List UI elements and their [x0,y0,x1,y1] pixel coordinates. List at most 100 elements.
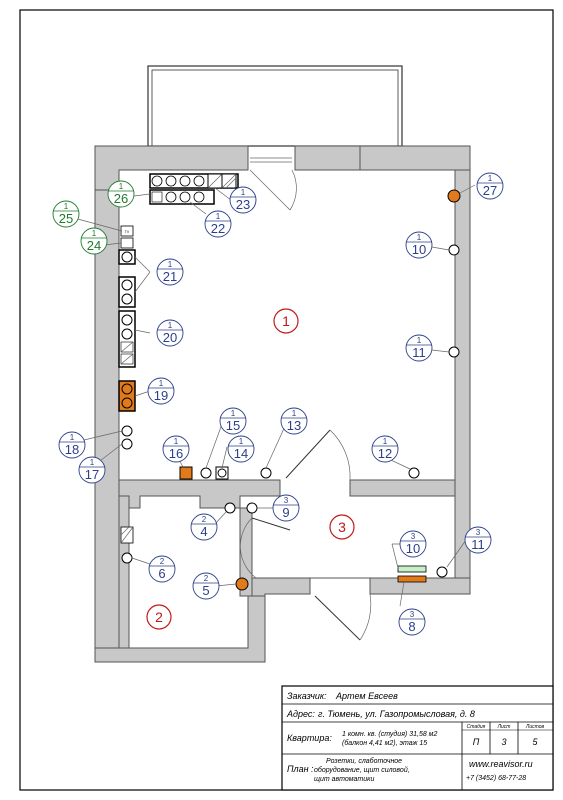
callout-item-number: 13 [287,418,301,433]
doors [239,157,372,641]
callout-circle [147,377,175,405]
callout-group-number: 3 [284,496,289,505]
socket-11 [448,346,460,358]
callout-c21: 121 [156,258,184,286]
callout-item-number: 23 [236,197,250,212]
socket-16 [179,466,193,480]
callout-group-number: 3 [411,532,416,541]
callout-item-number: 26 [114,191,128,206]
panel-8 [397,575,427,583]
callout-c11a: 111 [405,334,433,362]
callout-c15: 115 [219,407,247,435]
callout-circle [52,200,80,228]
callout-item-number: 19 [154,388,168,403]
callout-group-number: 1 [216,212,221,221]
callout-circle [398,608,426,636]
panel-10 [397,565,427,573]
callout-circle [371,435,399,463]
callout-c22: 122 [204,210,232,238]
callout-item-number: 4 [200,524,207,539]
callout-c10a: 110 [405,231,433,259]
callout-c12: 112 [371,435,399,463]
callout-group-number: 1 [292,409,297,418]
sheet-value: 3 [501,737,506,747]
callout-group-number: 2 [160,557,165,566]
callout-item-number: 25 [59,211,73,226]
callout-c14: 114 [227,435,255,463]
walls [94,145,471,663]
callout-circle [476,172,504,200]
callout-group-number: 1 [92,229,97,238]
address-label: Адрес: [286,709,315,719]
callout-c19: 119 [147,377,175,405]
socket-5 [235,577,249,591]
callout-item-number: 10 [412,242,426,257]
callout-c11b: 311 [464,526,492,554]
devices: TV [118,173,461,591]
customer-value: Артем Евсеев [335,691,398,701]
callout-circle [399,530,427,558]
callout-group-number: 3 [476,528,481,537]
sheet-label: Лист [497,724,511,730]
callout-circle [156,258,184,286]
room-number-1: 1 [282,313,290,329]
callout-group-number: 1 [168,260,173,269]
callout-item-number: 15 [226,418,240,433]
callout-item-number: 11 [412,345,426,360]
plan-label: План : [287,764,314,774]
callout-c8: 38 [398,608,426,636]
callout-circle [162,435,190,463]
callout-group-number: 1 [70,433,75,442]
callout-group-number: 2 [202,515,207,524]
callout-item-number: 11 [471,537,485,552]
callout-item-number: 24 [87,238,101,253]
callout-circle [405,231,433,259]
callout-group-number: 1 [488,174,493,183]
callout-circle [227,435,255,463]
callout-item-number: 9 [282,505,289,520]
callout-group-number: 1 [168,321,173,330]
callout-group-number: 1 [119,182,124,191]
sheets-label: Листов [525,724,545,730]
callout-circle [80,227,108,255]
callout-circle [219,407,247,435]
callout-circle [204,210,232,238]
callout-circle [107,180,135,208]
callout-group-number: 1 [90,458,95,467]
stage-value: П [473,737,480,747]
callout-item-number: 12 [378,446,392,461]
callout-group-number: 1 [417,336,422,345]
callout-group-number: 3 [410,610,415,619]
callout-c26: 126 [107,180,135,208]
socket-10 [448,244,460,256]
plan-line1: Розетки, слаботочное [326,757,402,765]
callout-circle [272,494,300,522]
callout-c24: 124 [80,227,108,255]
phone: +7 (3452) 68-77-28 [466,775,526,782]
callout-circle [156,319,184,347]
callout-item-number: 18 [65,442,79,457]
website: www.reavisor.ru [469,759,533,769]
address-value: г. Тюмень, ул. Газопромысловая, д. 8 [318,709,475,719]
callout-group: 1271261251241231221211201191181171161151… [52,172,504,636]
callout-group-number: 1 [159,379,164,388]
callout-group-number: 1 [64,202,69,211]
callout-item-number: 22 [211,221,225,236]
callout-circle [405,334,433,362]
lan-outlet [120,237,134,249]
tv-outlet-label: TV [125,230,130,234]
callout-item-number: 16 [169,446,183,461]
room-number-2: 2 [155,609,163,625]
callout-group-number: 1 [239,437,244,446]
callout-c5: 25 [192,572,220,600]
callout-c13: 113 [280,407,308,435]
room-labels: 1 2 3 [146,308,355,630]
sheets-value: 5 [532,737,538,747]
callout-circle [464,526,492,554]
callout-c4: 24 [190,513,218,541]
balcony-inner [151,69,399,147]
callout-item-number: 8 [408,619,415,634]
callout-item-number: 5 [202,583,209,598]
callout-c6: 26 [148,555,176,583]
